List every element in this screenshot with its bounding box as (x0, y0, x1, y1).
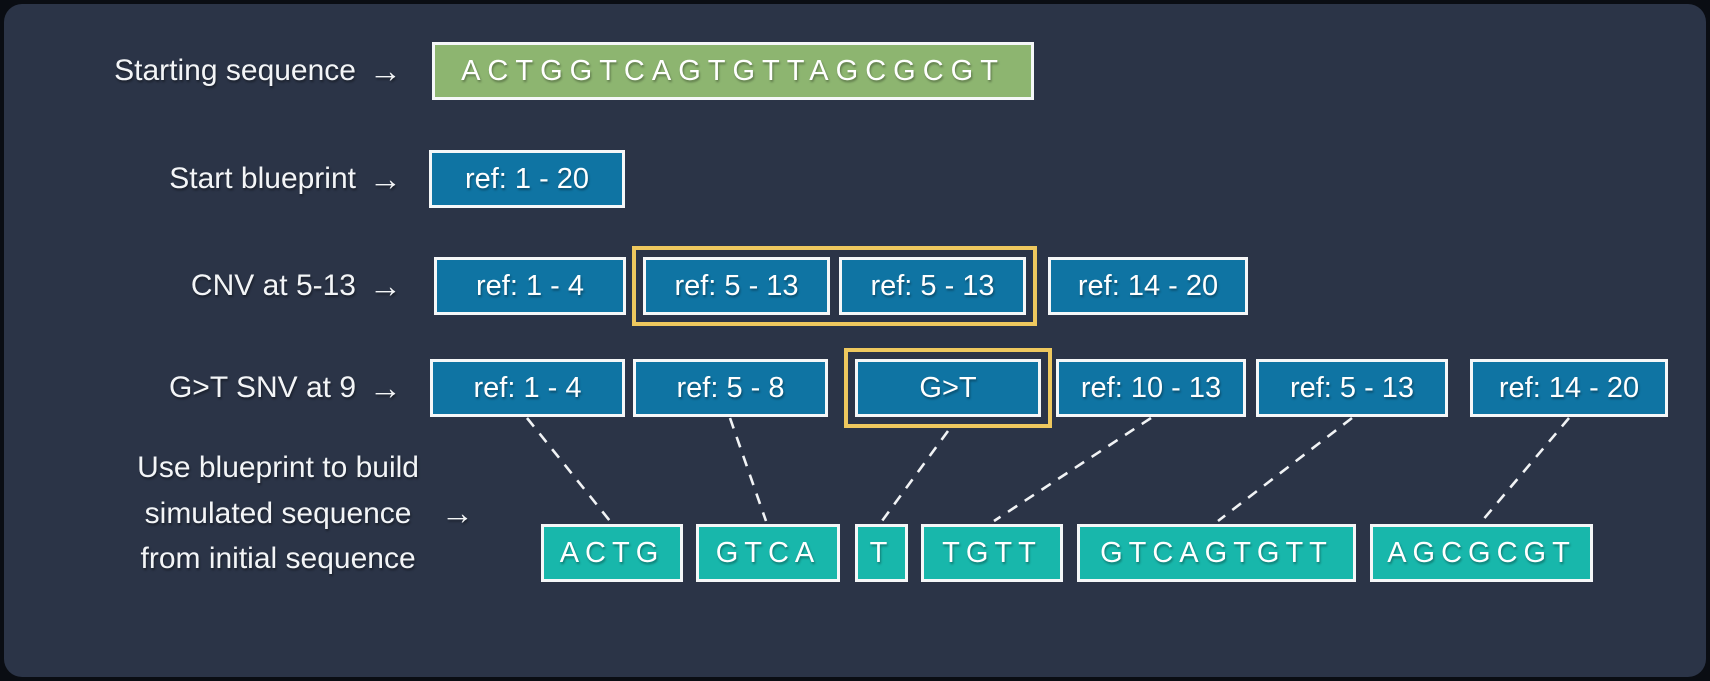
snv-highlight: G>T (844, 348, 1052, 428)
connector-line (728, 417, 768, 522)
cnv-ref-box-3: ref: 5 - 13 (839, 257, 1026, 315)
snv-label: G>T SNV at 9 (168, 371, 356, 404)
build-label-row: Use blueprint to build simulated sequenc… (4, 445, 474, 582)
sim-segment-box-6: AGCGCGT (1370, 524, 1593, 582)
snv-ref-box-5: ref: 5 - 13 (1256, 359, 1448, 417)
snv-ref-box-6: ref: 14 - 20 (1470, 359, 1668, 417)
build-label-line-1: Use blueprint to build (137, 451, 419, 484)
starting-sequence-label: Starting sequence (114, 54, 356, 87)
build-label-line-2: simulated sequence (144, 496, 412, 530)
snv-ref-box-1: ref: 1 - 4 (430, 359, 625, 417)
connector-line (525, 417, 612, 522)
cnv-ref-box-4: ref: 14 - 20 (1048, 257, 1248, 315)
snv-ref-box-4: ref: 10 - 13 (1056, 359, 1246, 417)
sim-segment-box-1: ACTG (541, 524, 683, 582)
starting-sequence-box: ACTGGTCAGTGTTAGCGCGT (432, 42, 1034, 100)
cnv-label-row: CNV at 5-13 → (4, 257, 402, 315)
arrow-icon: → (369, 368, 402, 406)
build-label-line-3: from initial sequence (140, 542, 416, 576)
starting-sequence-label-row: Starting sequence → (4, 42, 402, 100)
cnv-label: CNV at 5-13 (190, 269, 356, 302)
connector-line (1217, 416, 1353, 523)
cnv-ref-box-2: ref: 5 - 13 (643, 257, 830, 315)
connector-line (1481, 417, 1570, 522)
arrow-icon: → (441, 493, 474, 531)
connector-line (880, 430, 950, 522)
sim-segment-box-4: TGTT (921, 524, 1063, 582)
blueprint-ref-box: ref: 1 - 20 (429, 150, 625, 208)
arrow-icon: → (369, 266, 402, 304)
snv-gt-box: G>T (855, 359, 1041, 417)
sim-segment-box-3: T (855, 524, 908, 582)
cnv-duplication-highlight: ref: 5 - 13 ref: 5 - 13 (632, 246, 1037, 326)
connector-line (993, 416, 1152, 523)
start-blueprint-label-row: Start blueprint → (4, 150, 402, 208)
snv-label-row: G>T SNV at 9 → (4, 359, 402, 417)
start-blueprint-label: Start blueprint (169, 162, 356, 195)
build-label: Use blueprint to build simulated sequenc… (137, 445, 419, 582)
snv-ref-box-2: ref: 5 - 8 (633, 359, 828, 417)
arrow-icon: → (369, 159, 402, 197)
cnv-ref-box-1: ref: 1 - 4 (434, 257, 626, 315)
sim-segment-box-5: GTCAGTGTT (1077, 524, 1356, 582)
arrow-icon: → (369, 51, 402, 89)
sim-segment-box-2: GTCA (696, 524, 840, 582)
diagram-panel: Starting sequence → ACTGGTCAGTGTTAGCGCGT… (4, 4, 1706, 677)
